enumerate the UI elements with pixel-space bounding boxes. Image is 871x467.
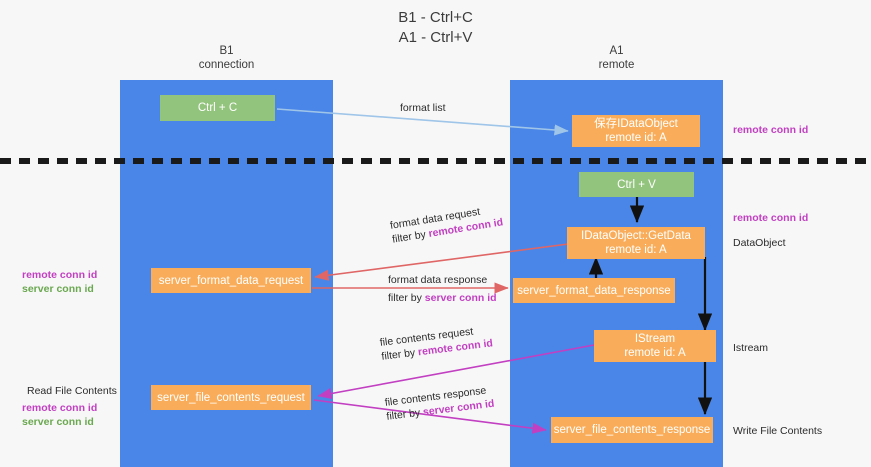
node-server-format-data-response[interactable]: server_format_data_response [513,278,675,303]
edge-label-format-data-request: format data request filter by remote con… [389,201,504,246]
node-getdata-line2: remote id: A [605,244,667,256]
edge-label-format-list-text: format list [400,102,446,114]
node-server-file-contents-request-label: server_file_contents_request [157,391,305,404]
node-idataobject-line2: remote id: A [605,132,667,144]
node-server-format-data-response-label: server_format_data_response [517,284,671,297]
node-ctrl-c-label: Ctrl + C [197,102,238,114]
annotation-left-server-conn-id-low: server conn id [22,416,94,428]
node-server-file-contents-response-label: server_file_contents_response [553,424,711,436]
node-istream[interactable]: IStream remote id: A [594,330,716,362]
node-istream-line2: remote id: A [624,347,686,359]
lane-header-b1-role: connection [198,59,255,71]
filter-key-server-conn-id: server conn id [424,292,497,304]
lane-header-a1: A1 remote [510,44,723,72]
annotation-right-write-file-contents: Write File Contents [733,425,823,437]
lane-header-b1: B1 connection [120,44,333,72]
edge-label-format-data-response-filter: filter by server conn id [388,291,497,305]
edge-label-format-data-response-text: format data response [388,274,488,286]
lane-header-b1-name: B1 [219,45,234,57]
annotation-right-remote-conn-id-top: remote conn id [733,124,809,136]
node-server-file-contents-request[interactable]: server_file_contents_request [151,385,311,410]
page-title: B1 - Ctrl+C A1 - Ctrl+V [0,8,871,48]
annotation-right-remote-conn-id-mid: remote conn id [733,212,809,224]
title-line-1: B1 - Ctrl+C [398,9,473,26]
lane-header-a1-role: remote [598,59,635,71]
node-server-format-data-request[interactable]: server_format_data_request [151,268,311,293]
node-ctrl-v-label: Ctrl + V [617,178,656,191]
annotation-left-read-file-contents: Read File Contents [27,385,117,397]
node-istream-line1: IStream [634,333,676,345]
node-ctrl-c[interactable]: Ctrl + C [160,95,275,121]
title-line-2: A1 - Ctrl+V [398,29,473,46]
node-idataobject-line1: 保存IDataObject [594,118,678,130]
edge-label-format-data-response: format data response filter by server co… [388,273,497,305]
filter-prefix: filter by [380,346,419,363]
annotation-left-server-conn-id-mid: server conn id [22,283,94,295]
annotation-left-remote-conn-id-mid: remote conn id [22,269,98,281]
node-server-file-contents-response[interactable]: server_file_contents_response [551,417,713,443]
node-server-format-data-request-label: server_format_data_request [158,274,304,287]
node-idataobject[interactable]: 保存IDataObject remote id: A [572,115,700,147]
edge-label-file-contents-request: file contents request filter by remote c… [379,322,494,363]
filter-prefix: filter by [385,406,424,423]
node-getdata-line1: IDataObject::GetData [581,230,691,242]
lane-header-a1-name: A1 [609,45,624,57]
filter-prefix: filter by [388,292,425,304]
annotation-right-istream: Istream [733,342,769,354]
annotation-left-conn-ids-mid: remote conn id server conn id [22,268,97,296]
edge-label-format-list: format list [400,101,446,115]
edge-label-file-contents-response: file contents response filter by server … [384,383,495,424]
node-ctrl-v[interactable]: Ctrl + V [579,172,694,197]
annotation-left-remote-conn-id-low: remote conn id [22,402,98,414]
node-idataobject-getdata[interactable]: IDataObject::GetData remote id: A [567,227,705,259]
annotation-left-conn-ids-low: remote conn id server conn id [22,401,97,429]
annotation-right-dataobject: DataObject [733,237,786,249]
